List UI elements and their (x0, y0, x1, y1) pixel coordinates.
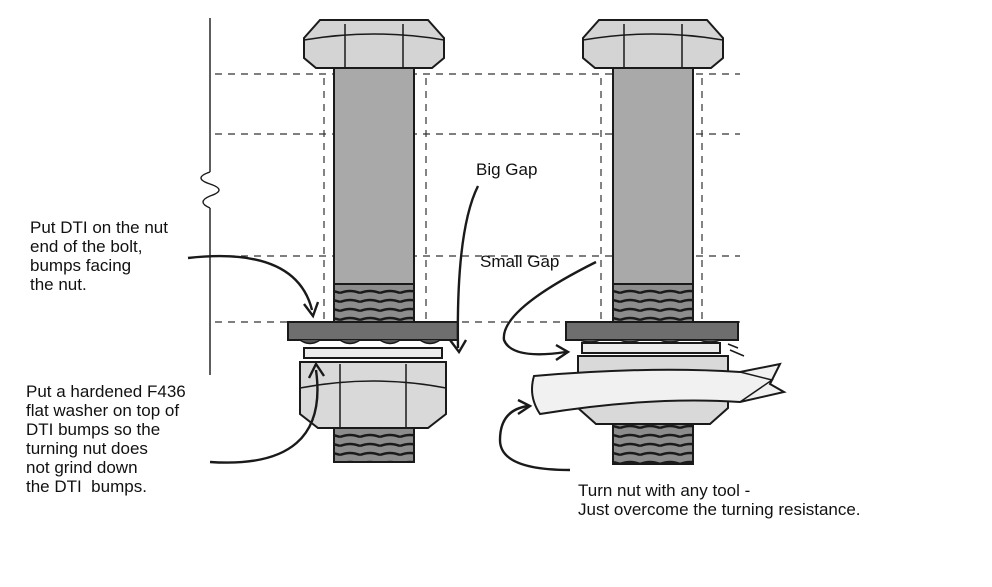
nut-left (299, 361, 447, 429)
arrow-head-big-gap (449, 339, 468, 355)
frame-lines (200, 18, 220, 375)
dti-instruction-label: Put DTI on the nut end of the bolt, bump… (30, 218, 168, 294)
arrow-turn-nut (498, 404, 571, 472)
bolt-shank-right (612, 67, 694, 289)
bolt-assembly-left (287, 19, 459, 463)
arrow-to-washer (209, 369, 319, 464)
big-gap-label: Big Gap (476, 160, 538, 179)
wrench-tool (531, 362, 787, 416)
dashed-reference-lines (215, 73, 740, 323)
leader-arrows (187, 185, 597, 472)
dti-bumps-left (299, 339, 441, 345)
bolt-assembly-right (531, 19, 787, 465)
arrow-head-washer (307, 361, 325, 379)
arrow-to-dti (187, 254, 314, 311)
small-gap-label: Small Gap (480, 252, 560, 271)
dti-plate-left (287, 321, 459, 341)
arrow-head-turn-nut (517, 398, 533, 415)
bolt-threads-right (612, 283, 694, 323)
hardened-washer-left (303, 347, 443, 359)
arrow-head-dti (303, 301, 320, 319)
bolt-head-right (582, 19, 724, 69)
bolt-tail-threads-right (612, 423, 694, 465)
washer-instruction-label: Put a hardened F436 flat washer on top o… (26, 382, 186, 496)
break-symbol (200, 171, 220, 209)
dti-plate-right (565, 321, 739, 341)
arrow-head-small-gap (555, 343, 571, 361)
bolt-head-left (303, 19, 445, 69)
hardened-washer-right (581, 342, 721, 354)
arrow-big-gap (456, 185, 480, 349)
turn-nut-instruction-label: Turn nut with any tool - Just overcome t… (578, 481, 861, 519)
bolt-threads-left (333, 283, 415, 323)
bolt-tail-threads-left (333, 427, 415, 463)
arrow-small-gap (502, 260, 597, 356)
bolt-shank-left (333, 67, 415, 289)
